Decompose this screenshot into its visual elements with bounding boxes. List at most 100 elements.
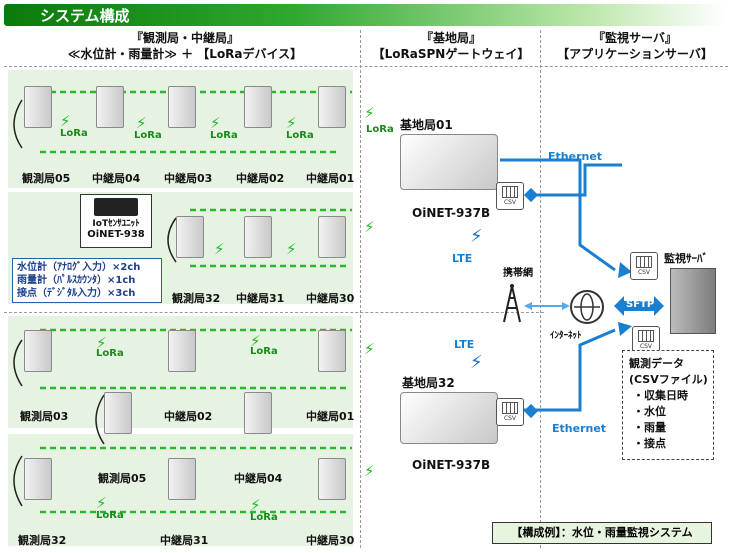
station-label: 観測局32 bbox=[172, 292, 221, 305]
lte-label: LTE bbox=[452, 252, 473, 265]
sensor-info-line: 接点（ﾃﾞｼﾞﾀﾙ入力）×3ch bbox=[17, 288, 136, 299]
lora-label: LoRa bbox=[366, 124, 394, 135]
station-label: 観測局05 bbox=[98, 472, 147, 485]
station-label: 中継局01 bbox=[306, 410, 355, 423]
iot-device-name: IoTｾﾝｻﾕﾆｯﾄ bbox=[92, 219, 140, 229]
lora-signal-icon: ⚡ bbox=[210, 114, 221, 132]
server-icon bbox=[670, 268, 716, 334]
lora-signal-icon: ⚡ bbox=[364, 462, 375, 480]
station-label: 中継局31 bbox=[236, 292, 285, 305]
station-label: 中継局04 bbox=[234, 472, 283, 485]
station-device bbox=[176, 216, 204, 258]
station-device bbox=[244, 392, 272, 434]
lte-signal-icon: ⚡ bbox=[470, 226, 483, 247]
station-device bbox=[168, 458, 196, 500]
lora-signal-icon: ⚡ bbox=[286, 240, 297, 258]
loop-arrow bbox=[13, 339, 23, 387]
lora-signal-icon: ⚡ bbox=[364, 218, 375, 236]
ethernet-line bbox=[530, 163, 622, 197]
ethernet-label: Ethernet bbox=[548, 150, 603, 163]
arrow-head bbox=[618, 322, 632, 336]
server-label: 監視ｻｰﾊﾞ bbox=[664, 252, 708, 265]
station-label: 中継局03 bbox=[164, 172, 213, 185]
data-box-title: 観測データ bbox=[629, 357, 684, 370]
iot-device-model: OiNET-938 bbox=[87, 229, 145, 240]
cell-tower-icon bbox=[500, 282, 524, 324]
lora-label: LoRa bbox=[286, 130, 314, 141]
iot-device-box: IoTｾﾝｻﾕﾆｯﾄ OiNET-938 bbox=[80, 194, 152, 248]
sensor-info-line: 雨量計（ﾊﾟﾙｽｶｳﾝﾀ）×1ch bbox=[17, 275, 136, 286]
lora-signal-icon: ⚡ bbox=[250, 332, 261, 350]
header-monitor: 『監視サーバ』 【アプリケーションサーバ】 bbox=[540, 30, 730, 62]
lora-signal-icon: ⚡ bbox=[250, 496, 261, 514]
csv-file-icon: CSV bbox=[496, 182, 524, 210]
column-separator bbox=[360, 30, 361, 548]
header-observation-line1: 『観測局・中継局』 bbox=[130, 31, 239, 45]
internet-label: ｲﾝﾀｰﾈｯﾄ bbox=[550, 331, 582, 341]
iot-device-image bbox=[94, 198, 138, 216]
csv-file-icon: CSV bbox=[630, 252, 658, 280]
lora-label: LoRa bbox=[96, 348, 124, 359]
legend-box: 【構成例】：水位・雨量監視システム bbox=[492, 522, 712, 544]
lora-label: LoRa bbox=[210, 130, 238, 141]
lora-label: LoRa bbox=[60, 128, 88, 139]
station-device bbox=[96, 86, 124, 128]
diagram-title: システム構成 bbox=[40, 7, 130, 25]
mobile-network-label: 携帯網 bbox=[503, 268, 533, 279]
title-bar bbox=[4, 4, 726, 26]
lora-signal-icon: ⚡ bbox=[136, 114, 147, 132]
csv-file-icon: CSV bbox=[632, 326, 660, 354]
station-device bbox=[244, 86, 272, 128]
column-separator bbox=[540, 30, 541, 548]
station-device bbox=[168, 86, 196, 128]
header-observation-line2: ≪水位計・雨量計≫ ＋ 【LoRaデバイス】 bbox=[67, 47, 303, 61]
arrow-head bbox=[524, 302, 532, 310]
station-device bbox=[24, 330, 52, 372]
station-label: 中継局02 bbox=[164, 410, 213, 423]
base01-model: OiNET-937B bbox=[412, 206, 491, 220]
base32-name: 基地局32 bbox=[402, 376, 455, 390]
data-box-item: ・水位 bbox=[633, 405, 666, 418]
station-device bbox=[244, 216, 272, 258]
station-label: 中継局01 bbox=[306, 172, 355, 185]
data-box-item: ・雨量 bbox=[633, 421, 666, 434]
station-device bbox=[168, 330, 196, 372]
lora-signal-icon: ⚡ bbox=[214, 240, 225, 258]
sftp-label: SFTP bbox=[626, 299, 655, 310]
header-monitor-line1: 『監視サーバ』 bbox=[593, 31, 677, 45]
station-device bbox=[318, 330, 346, 372]
sftp-arrow bbox=[614, 296, 664, 316]
data-box-item: ・収集日時 bbox=[633, 389, 688, 402]
base01-gateway-icon bbox=[400, 134, 498, 190]
lora-signal-icon: ⚡ bbox=[364, 340, 375, 358]
ethernet-line bbox=[500, 328, 616, 412]
section-separator bbox=[4, 312, 544, 313]
arrow-head bbox=[618, 262, 632, 278]
station-device bbox=[318, 86, 346, 128]
station-label: 観測局05 bbox=[22, 172, 71, 185]
station-label: 中継局31 bbox=[160, 534, 209, 547]
station-label: 観測局03 bbox=[20, 410, 69, 423]
station-label: 観測局32 bbox=[18, 534, 67, 547]
lora-signal-icon: ⚡ bbox=[364, 104, 375, 122]
base32-model: OiNET-937B bbox=[412, 458, 491, 472]
header-base: 『基地局』 【LoRaSPNゲートウェイ】 bbox=[366, 30, 536, 62]
data-description-box: 観測データ (CSVファイル) ・収集日時 ・水位 ・雨量 ・接点 bbox=[622, 350, 714, 460]
lora-signal-icon: ⚡ bbox=[60, 112, 71, 130]
station-device bbox=[24, 458, 52, 500]
station-device bbox=[318, 458, 346, 500]
lora-label: LoRa bbox=[250, 346, 278, 357]
lte-label: LTE bbox=[454, 338, 475, 351]
station-device bbox=[318, 216, 346, 258]
station-label: 中継局30 bbox=[306, 534, 355, 547]
lora-label: LoRa bbox=[134, 130, 162, 141]
data-box-item: ・接点 bbox=[633, 437, 666, 450]
station-label: 中継局02 bbox=[236, 172, 285, 185]
station-label: 中継局04 bbox=[92, 172, 141, 185]
loop-arrow bbox=[167, 217, 177, 263]
station-device bbox=[24, 86, 52, 128]
loop-arrow bbox=[13, 455, 23, 507]
base01-name: 基地局01 bbox=[400, 118, 453, 132]
header-observation: 『観測局・中継局』 ≪水位計・雨量計≫ ＋ 【LoRaデバイス】 bbox=[60, 30, 310, 62]
